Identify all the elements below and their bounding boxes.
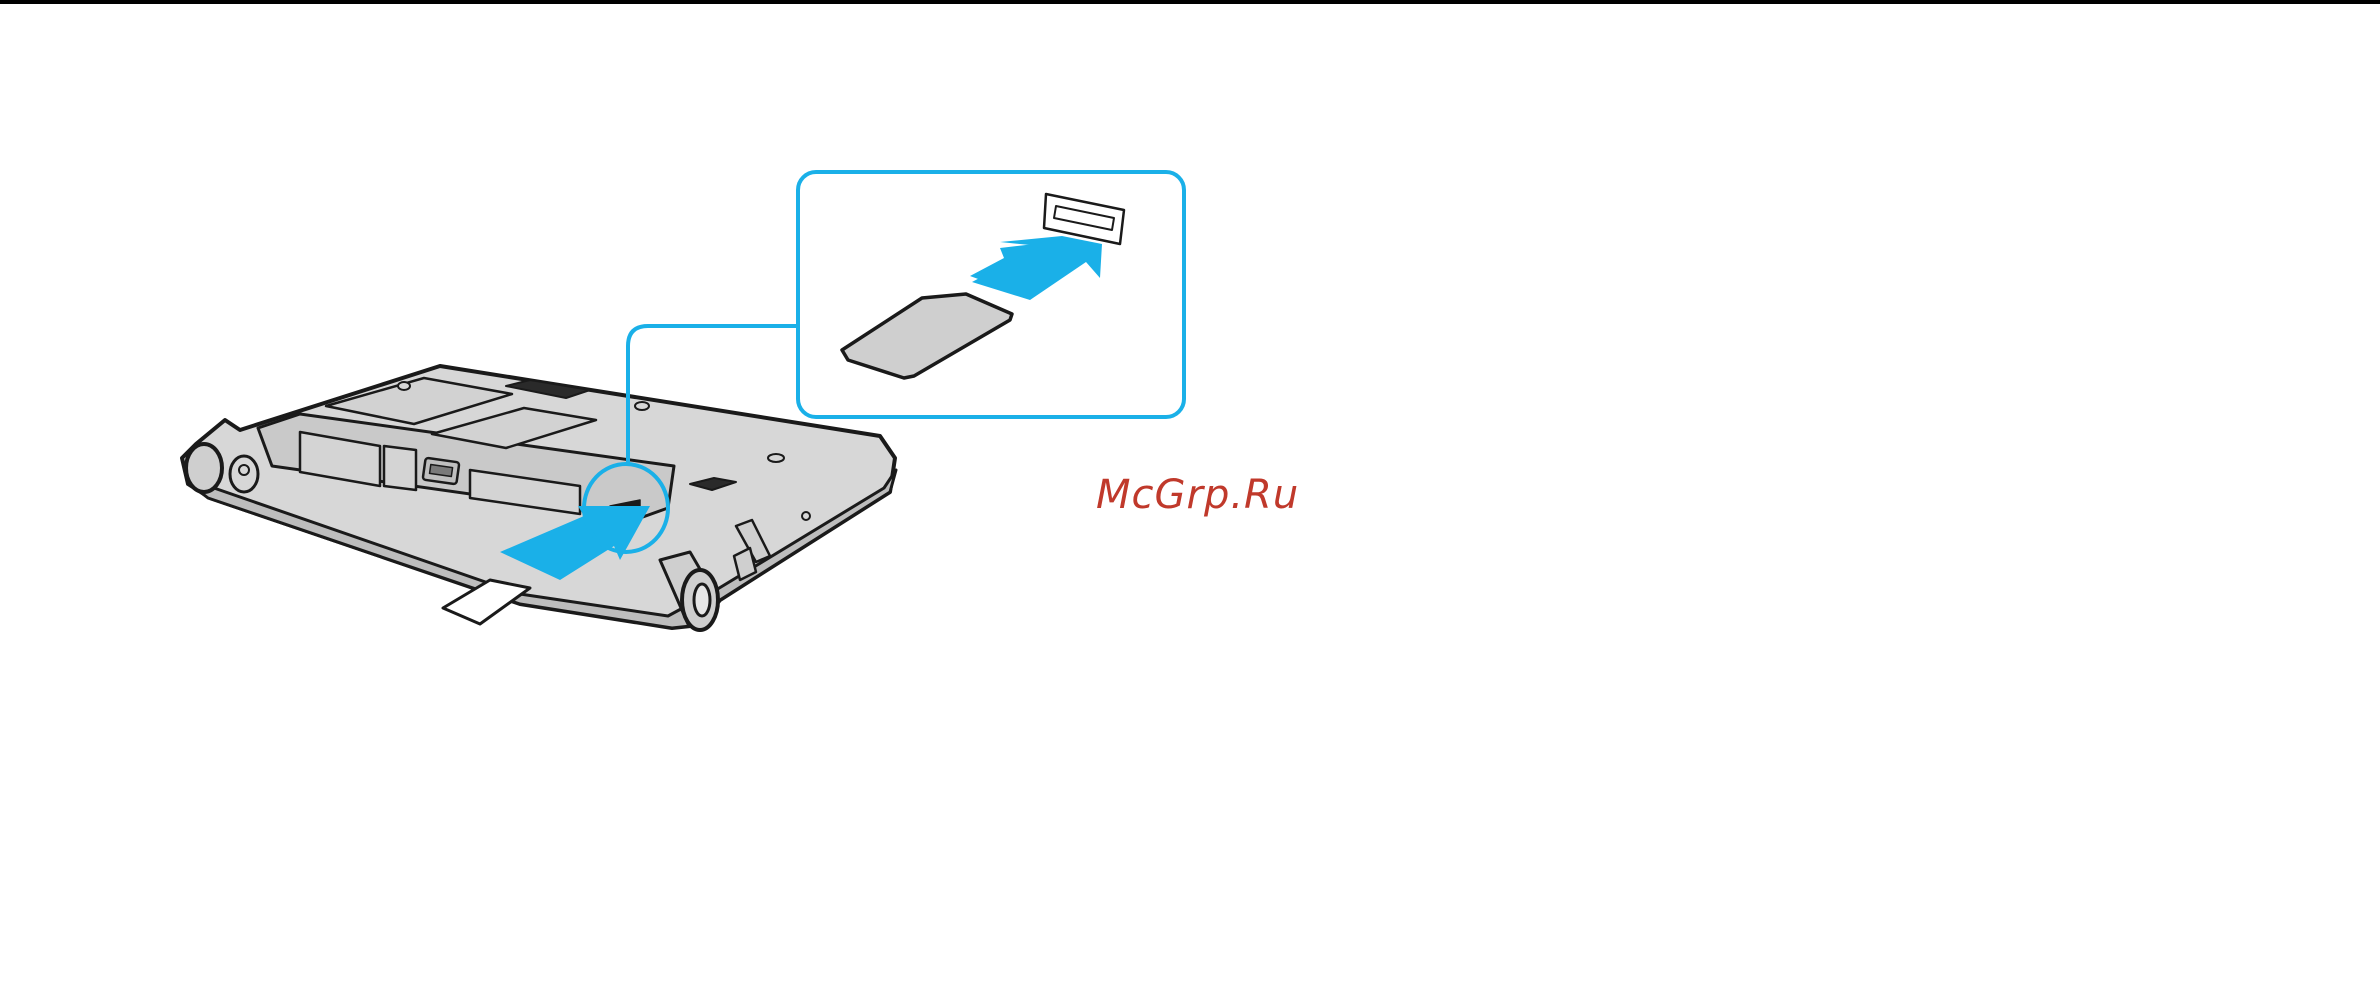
battery-latch [423, 458, 460, 485]
zoomed-sim-slot [1044, 194, 1124, 244]
zoom-callout-box [798, 172, 1184, 417]
laptop-bottom-view [182, 366, 896, 630]
zoom-callout-content [842, 194, 1124, 378]
watermark-text: McGrp.Ru [1096, 472, 1299, 518]
sim-card-zoomed [842, 294, 1012, 378]
